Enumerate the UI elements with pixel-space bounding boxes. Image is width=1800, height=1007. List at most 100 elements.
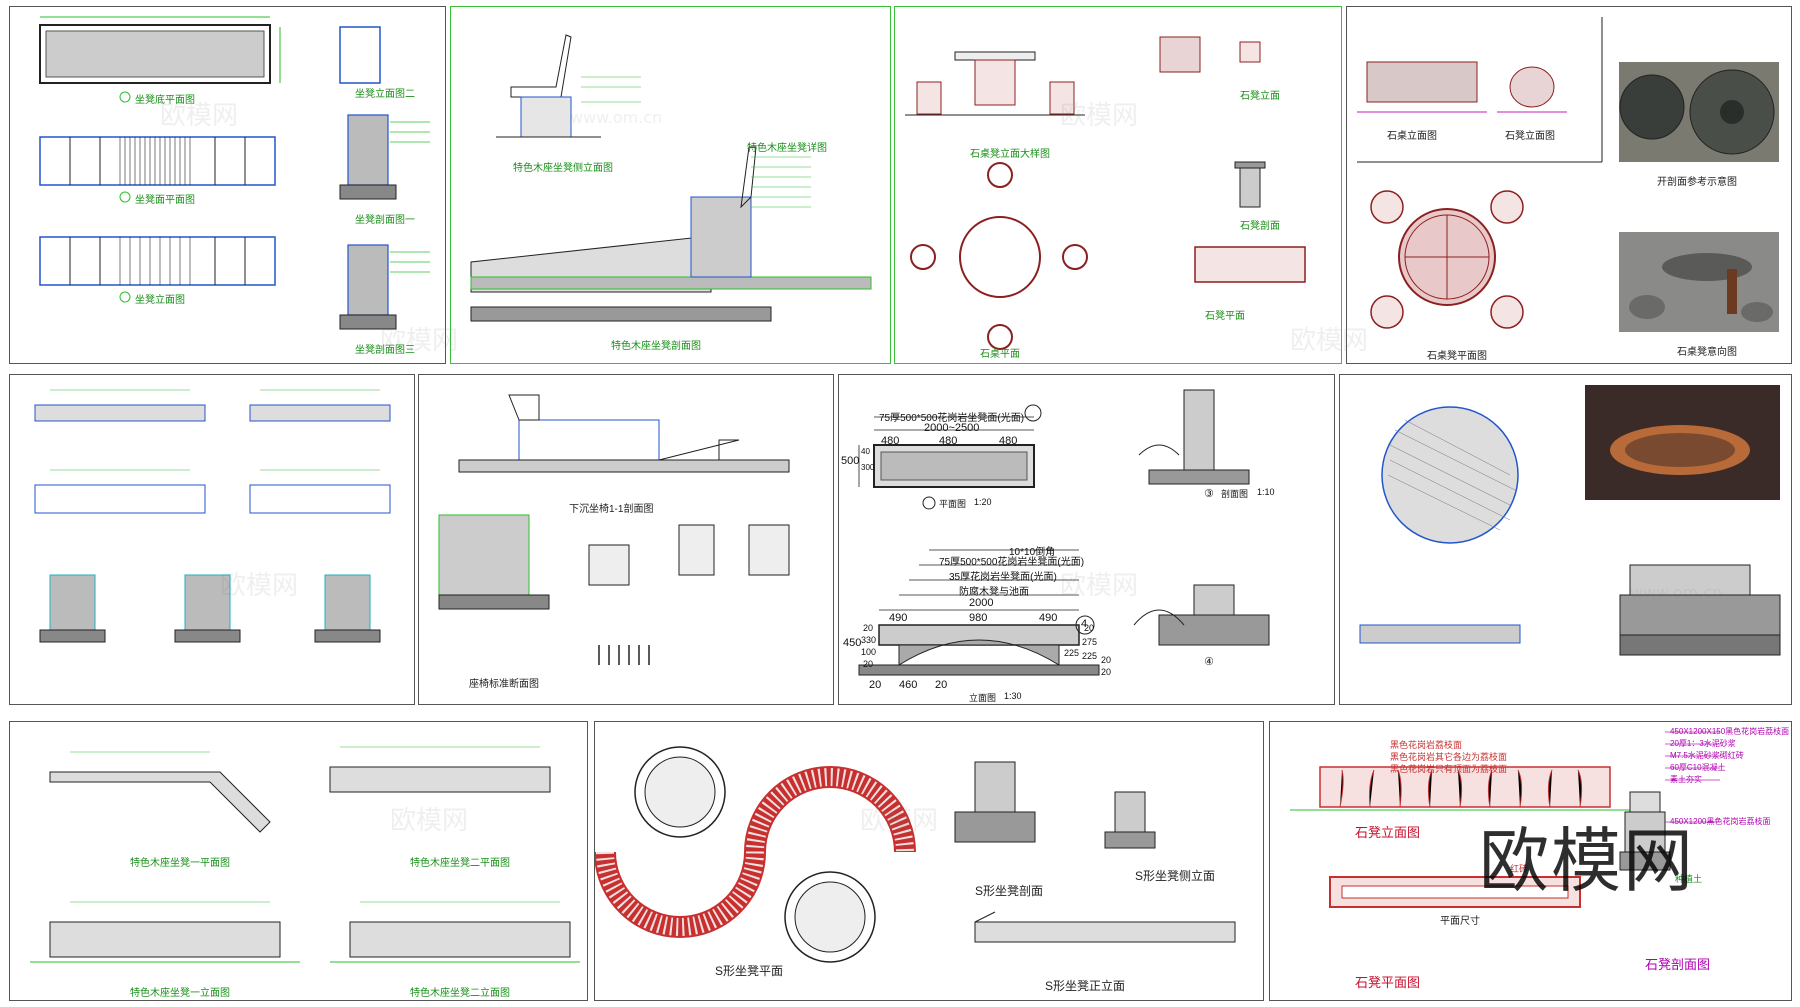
label-stone-layer-3: 60厚C10混凝土 — [1670, 763, 1726, 772]
bottom-dim-1: 460 — [899, 679, 918, 691]
dim-bottom-1: 490 — [889, 612, 908, 624]
panel-wood-seat: 特色木座坐凳侧立面图 特色木座坐凳剖面图 特色木座坐凳详图 — [450, 6, 891, 364]
label-stone-intent: 石桌凳意向图 — [1677, 347, 1737, 358]
label-stone-note-3: 红砖 — [1510, 864, 1529, 874]
wood-seat-2-drawing — [30, 746, 580, 963]
side-dim-8: 225 — [1082, 651, 1098, 661]
label-stone-stool-elev: 石凳立面 — [1240, 91, 1280, 102]
dim-left-0: 500 — [841, 455, 860, 467]
label-seat-section-3: 坐凳剖面图三 — [355, 345, 415, 356]
grid-note: 10*10倒角 — [1009, 547, 1056, 558]
s-seat-drawing — [595, 746, 1236, 963]
dim-left-1: 40 — [861, 447, 870, 456]
label-seat-section-1: 坐凳剖面图一 — [355, 215, 415, 226]
sunken-seat-drawing — [438, 394, 790, 665]
dim-bottom-0: 2000 — [969, 597, 994, 609]
seat-combo-drawing — [34, 389, 391, 643]
dim-bottom-3: 490 — [1039, 612, 1058, 624]
panel-seat-plans: 坐凳底平面图 坐凳面平面图 坐凳立面图 坐凳立面图二 坐凳剖面图一 坐凳剖面图三 — [9, 6, 446, 364]
top-note: 75厚500*500花岗岩坐凳面(光面) — [879, 413, 1025, 424]
label-s-seat-section: S形坐凳剖面 — [975, 884, 1044, 898]
side-dim-4: 20 — [863, 659, 874, 669]
label-seat-bottom-plan: 坐凳底平面图 — [135, 95, 195, 106]
granite-seat-drawing — [858, 389, 1270, 676]
label-stone-side: 种植土 — [1675, 874, 1703, 884]
panel-round-bench — [1339, 374, 1792, 705]
stone-table-drawing — [905, 36, 1306, 350]
label-stone-layer-1: 20厚1：3水泥砂浆 — [1670, 739, 1736, 748]
dim-left-2: 300 — [861, 463, 875, 472]
label-s-seat-side: S形坐凳侧立面 — [1135, 869, 1216, 883]
stone-set-drawing — [1357, 17, 1779, 332]
label-wood-seat-side: 特色木座坐凳侧立面图 — [513, 163, 613, 174]
label-seat-top-plan: 坐凳面平面图 — [135, 195, 195, 206]
label-stone-table-elev-2: 石桌立面图 — [1387, 131, 1437, 142]
panel-wood-seat-2: 特色木座坐凳一平面图 特色木座坐凳二平面图 特色木座坐凳一立面图 特色木座坐凳二… — [9, 721, 588, 1001]
stone-stool-drawing — [1290, 731, 1720, 908]
label-stone-note-1: 黑色花岗岩其它各边为荔枝面 — [1390, 752, 1508, 762]
label-seat-elevation: 坐凳立面图 — [135, 295, 185, 306]
label-stone-plan-title: 石凳平面图 — [1355, 975, 1421, 990]
label-s-seat-front: S形坐凳正立面 — [1045, 979, 1126, 993]
sec2-num: ④ — [1204, 656, 1214, 668]
label-stone-stool-elev-2: 石凳立面图 — [1505, 131, 1555, 142]
round-bench-drawing — [1359, 385, 1781, 656]
plan-scale: 1:20 — [974, 497, 992, 507]
panel-stone-stool: 石凳立面图 石凳平面图 石凳剖面图 平面尺寸 黑色花岗岩荔枝面 黑色花岗岩其它各… — [1269, 721, 1792, 1001]
label-stone-ref: 开剖面参考示意图 — [1657, 177, 1737, 188]
side-dim-9: 20 — [1101, 655, 1112, 665]
sec-label: 剖面图 — [1221, 489, 1249, 499]
label-wood-seat-elev-1: 特色木座坐凳一立面图 — [130, 988, 230, 999]
panel-stone-table: 石桌凳立面大样图 石桌平面 石凳立面 石凳剖面 石凳平面 — [894, 6, 1342, 364]
note-b: 35厚花岗岩坐凳面(光面) — [949, 572, 1057, 583]
side-dim-1: 20 — [863, 623, 874, 633]
sec-num: ③ — [1204, 488, 1214, 500]
note-c: 防腐木凳与池面 — [959, 587, 1029, 598]
seat-plans-drawing — [39, 16, 430, 330]
panel-seat-combo — [9, 374, 415, 705]
label-wood-seat-plan-2: 特色木座坐凳二平面图 — [410, 858, 510, 869]
plan-label: 平面图 — [939, 499, 967, 509]
label-seat-elevation-2: 坐凳立面图二 — [355, 89, 415, 100]
panel-sunken-seat: 下沉坐椅1-1剖面图 座椅标准断面图 — [418, 374, 834, 705]
sec-scale: 1:10 — [1257, 487, 1275, 497]
elev-scale: 1:30 — [1004, 691, 1022, 701]
label-stone-layer-4: 素土夯实 — [1670, 775, 1702, 784]
wood-seat-drawing — [470, 34, 872, 322]
label-stone-stool-section: 石凳剖面 — [1240, 221, 1280, 232]
dim-top-3: 480 — [999, 435, 1018, 447]
dim-top-2: 480 — [939, 435, 958, 447]
side-dim-0: 450 — [843, 637, 862, 649]
side-dim-5: 20 — [1084, 623, 1095, 633]
label-stone-note-0: 黑色花岗岩荔枝面 — [1390, 740, 1463, 750]
side-dim-3: 100 — [861, 647, 877, 657]
label-stone-layer-5: 450X1200黑色花岗岩荔枝面 — [1670, 817, 1771, 826]
dim-bottom-2: 980 — [969, 612, 988, 624]
label-stone-layer-2: M7.5水泥砂浆砌红砖 — [1670, 751, 1744, 760]
label-sunken-section: 下沉坐椅1-1剖面图 — [569, 504, 654, 515]
note-a: 75厚500*500花岗岩坐凳面(光面) — [939, 557, 1085, 568]
label-stone-plan-caption: 平面尺寸 — [1440, 916, 1480, 927]
label-stone-table-plan: 石桌平面 — [980, 349, 1020, 360]
side-dim-6: 275 — [1082, 637, 1098, 647]
label-stone-table-elev: 石桌凳立面大样图 — [970, 149, 1050, 160]
circle-num: 4 — [1081, 618, 1088, 630]
label-stone-layer-0: 450X1200X150黑色花岗岩荔枝面 — [1670, 727, 1790, 736]
label-stone-elev-title: 石凳立面图 — [1355, 825, 1421, 840]
label-wood-seat-detail: 特色木座坐凳详图 — [747, 143, 827, 154]
panel-stone-set: 石桌立面图 石凳立面图 石桌凳平面图 开剖面参考示意图 石桌凳意向图 — [1346, 6, 1792, 364]
side-dim-2: 330 — [861, 635, 877, 645]
label-stone-stool-plan: 石凳平面 — [1205, 311, 1245, 322]
label-wood-seat-plan-1: 特色木座坐凳一平面图 — [130, 858, 230, 869]
elev-label: 立面图 — [969, 693, 997, 703]
label-wood-seat-elev-2: 特色木座坐凳二立面图 — [410, 988, 510, 999]
dim-top-1: 480 — [881, 435, 900, 447]
label-seat-std-section: 座椅标准断面图 — [469, 679, 539, 690]
dim-top-0: 2000~2500 — [924, 422, 980, 434]
bottom-dim-2: 20 — [935, 679, 948, 691]
panel-granite-seat: 75厚500*500花岗岩坐凳面(光面) 2000~2500 480 480 4… — [838, 374, 1335, 705]
label-s-seat-plan: S形坐凳平面 — [715, 964, 784, 978]
bottom-dim-0: 20 — [869, 679, 882, 691]
side-dim-10: 20 — [1101, 667, 1112, 677]
